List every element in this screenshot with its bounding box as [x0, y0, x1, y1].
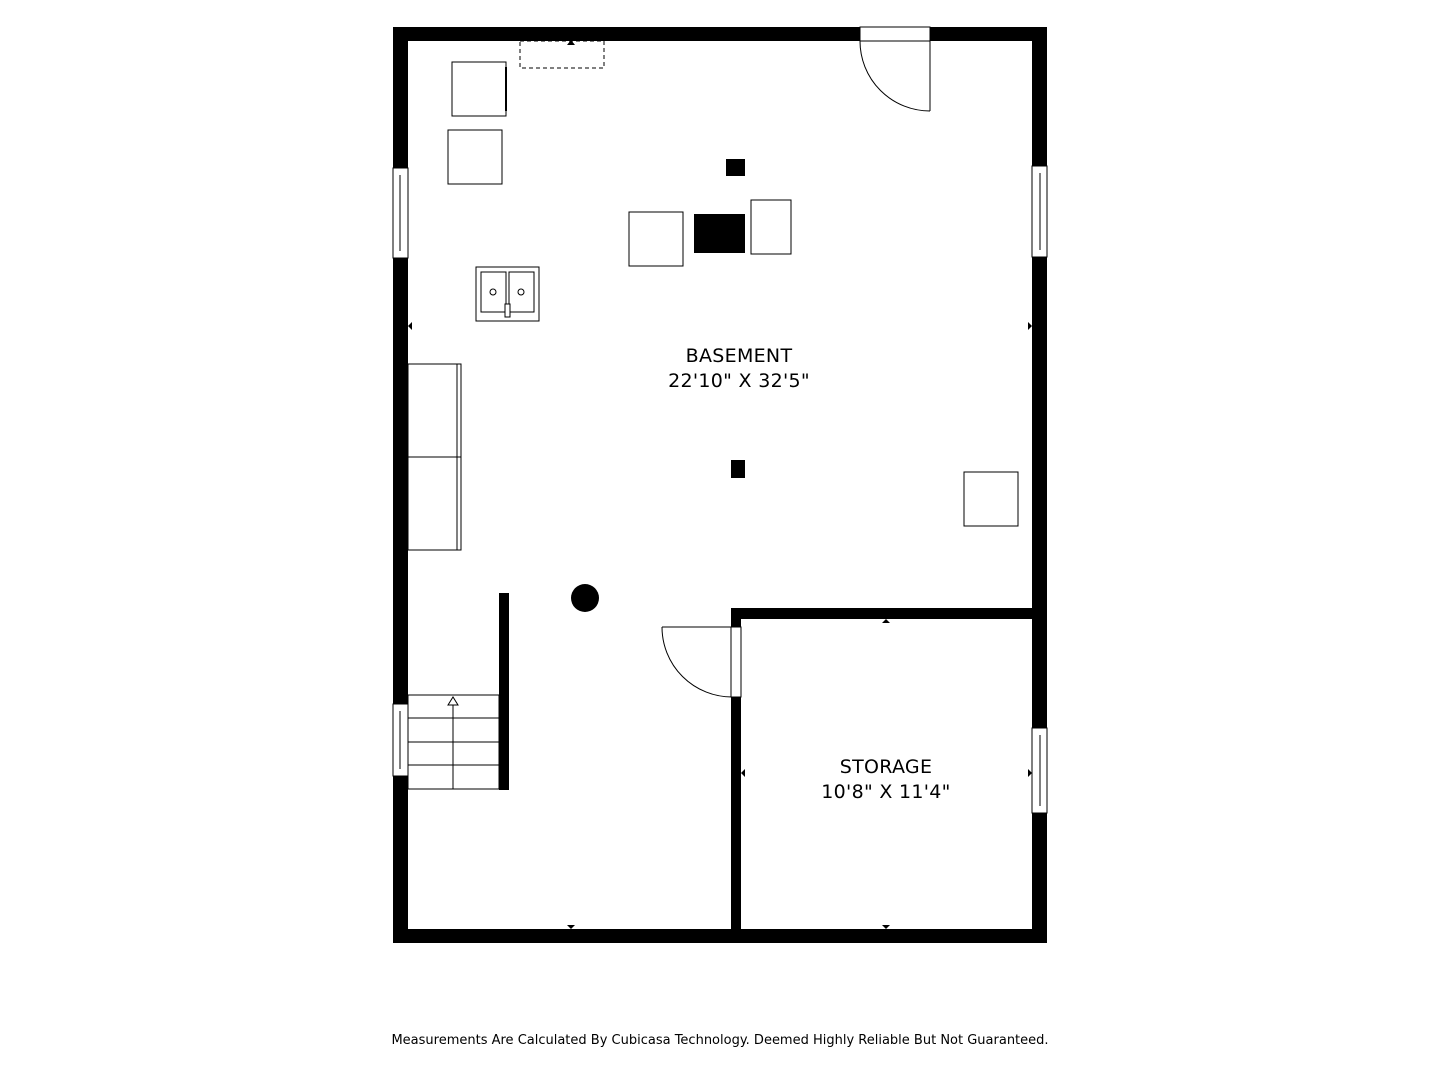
dashed-overhead-item: [519, 40, 605, 69]
wall-top: [393, 27, 1047, 41]
wall-left: [393, 27, 408, 943]
room-dimensions-storage: 10'8" X 11'4": [821, 781, 950, 803]
room-dimensions-basement: 22'10" X 32'5": [668, 370, 810, 392]
equipment-box-right: [750, 199, 792, 255]
post-middle: [731, 460, 745, 478]
room-name-basement: BASEMENT: [686, 345, 793, 367]
stair-wall: [499, 593, 509, 790]
furnace: [694, 214, 745, 253]
corner-unit: [963, 471, 1019, 527]
structural-posts: [571, 159, 745, 612]
utility-sink-basin-left: [480, 271, 507, 313]
room-name-storage: STORAGE: [840, 756, 933, 778]
measurement-disclaimer: Measurements Are Calculated By Cubicasa …: [391, 1033, 1049, 1048]
exterior-door-swing: [859, 40, 931, 112]
wall-bottom: [393, 929, 1047, 943]
equipment-box-left: [628, 211, 684, 267]
storage-door-opening: [730, 626, 742, 698]
stair-direction-arrow-icon: [447, 696, 459, 706]
exterior-door-opening: [859, 26, 931, 42]
appliance-washer: [451, 61, 507, 117]
interior-walls: [499, 593, 1039, 943]
drain-column: [571, 584, 599, 612]
storage-door-swing: [661, 626, 733, 698]
appliance-dryer: [447, 129, 503, 185]
doors: [661, 26, 931, 698]
shelving-upper: [407, 363, 462, 458]
shelving-lower: [407, 456, 462, 551]
dimension-markers: [408, 40, 1032, 929]
storage-wall-left: [731, 608, 741, 943]
storage-wall-top: [731, 608, 1039, 619]
windows: [392, 165, 1048, 814]
fixtures: [407, 61, 1019, 551]
staircase: [407, 694, 500, 790]
post-upper: [726, 159, 745, 176]
